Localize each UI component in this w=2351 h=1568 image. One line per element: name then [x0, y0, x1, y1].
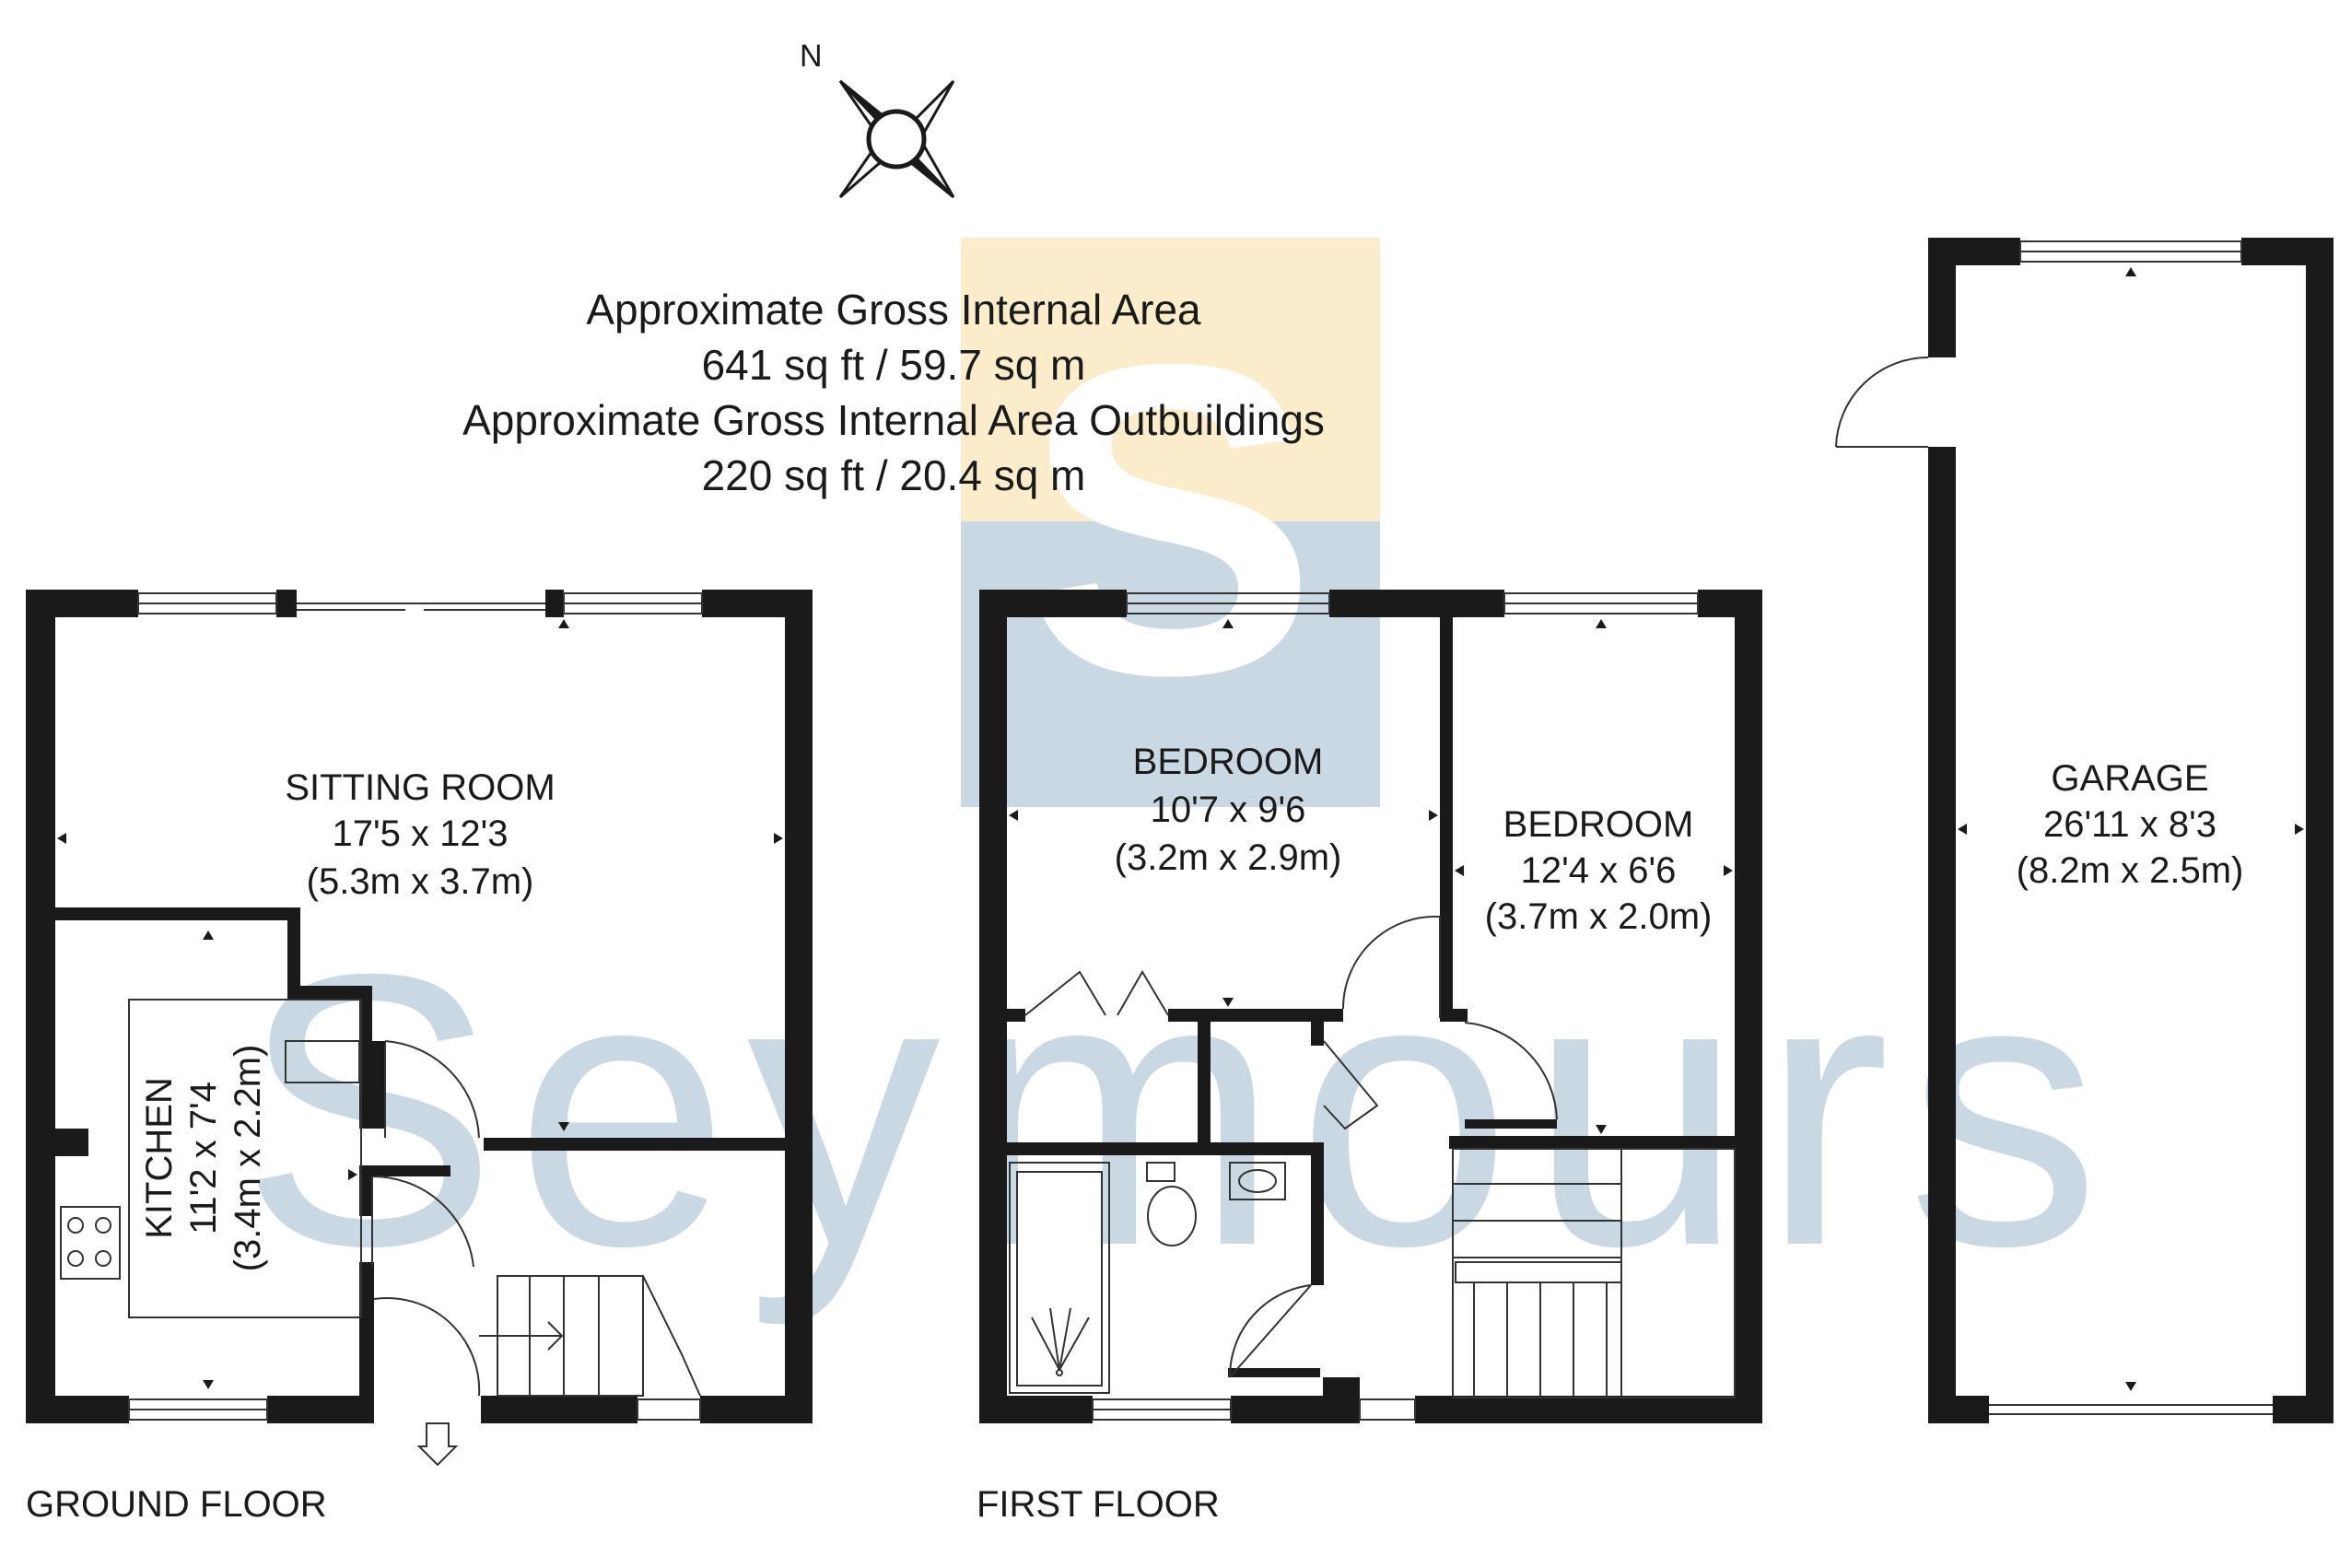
bedroom-1-size-imperial: 10'7 x 9'6: [1150, 790, 1306, 830]
first-floor-plan: [979, 590, 1762, 1423]
ground-floor-label: GROUND FLOOR: [26, 1484, 327, 1525]
garage-fixtures: [1835, 240, 2273, 1415]
gross-area-heading: Approximate Gross Internal Area: [586, 286, 1201, 333]
first-floor-label: FIRST FLOOR: [977, 1484, 1220, 1525]
outbuildings-area-heading: Approximate Gross Internal Area Outbuild…: [462, 396, 1325, 444]
first-floor-dimension-markers: [1009, 619, 1733, 1134]
watermark-logo: S: [961, 238, 1380, 807]
sitting-room-size-imperial: 17'5 x 12'3: [332, 813, 509, 854]
watermark-logo-letter: S: [1023, 272, 1317, 766]
sitting-room-name: SITTING ROOM: [285, 767, 556, 808]
garage-dimension-markers: [1958, 267, 2304, 1391]
bedroom-2-name: BEDROOM: [1503, 804, 1694, 845]
kitchen-label: KITCHEN 11'2 x 7'4 (3.4m x 2.2m): [139, 1045, 268, 1272]
compass-north-label: N: [800, 39, 823, 74]
kitchen-name: KITCHEN: [139, 1077, 180, 1239]
compass-rose-icon: [838, 79, 955, 199]
garage-size-metric: (8.2m x 2.5m): [2016, 850, 2244, 891]
ground-floor-fixtures: [60, 592, 703, 1467]
garage-plan: [1928, 238, 2333, 1423]
ground-floor-dimension-markers: [57, 619, 783, 1389]
kitchen-size-imperial: 11'2 x 7'4: [183, 1082, 224, 1235]
watermark-brand-text: Seymours: [240, 895, 2100, 1328]
garage-name: GARAGE: [2051, 758, 2209, 799]
bedroom-2-size-metric: (3.7m x 2.0m): [1484, 896, 1713, 937]
kitchen-size-metric: (3.4m x 2.2m): [228, 1045, 268, 1272]
sitting-room-size-metric: (5.3m x 3.7m): [306, 861, 534, 902]
gross-area-value: 641 sq ft / 59.7 sq m: [701, 341, 1086, 389]
outbuildings-area-value: 220 sq ft / 20.4 sq m: [701, 451, 1086, 499]
garage-size-imperial: 26'11 x 8'3: [2042, 804, 2216, 845]
ground-floor-plan: [26, 590, 813, 1423]
bedroom-1-size-metric: (3.2m x 2.9m): [1114, 837, 1342, 878]
bedroom-1-name: BEDROOM: [1132, 742, 1324, 782]
first-floor-fixtures: [1009, 592, 1736, 1421]
bedroom-2-size-imperial: 12'4 x 6'6: [1520, 850, 1677, 891]
